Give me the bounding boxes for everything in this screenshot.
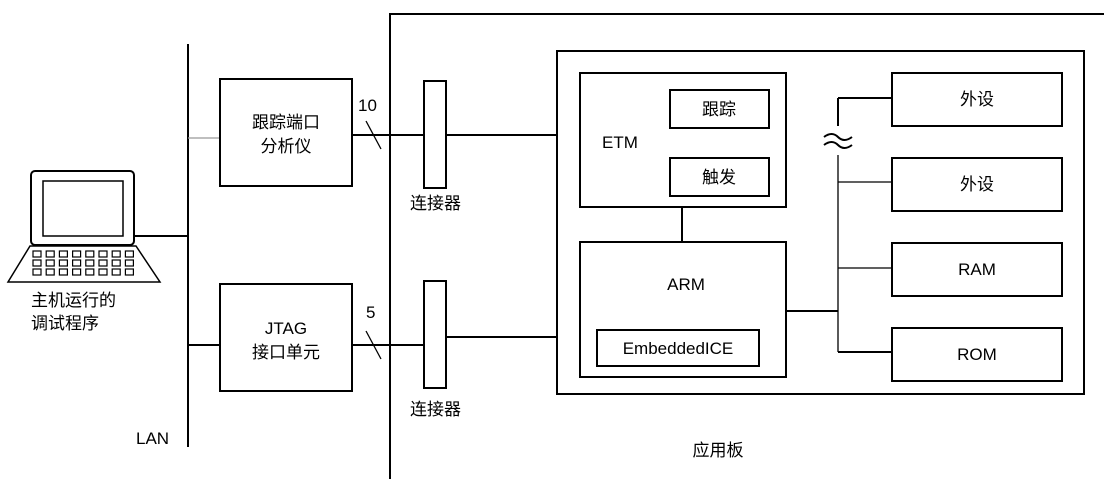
keyboard-key: [71, 259, 82, 267]
etm-trace-label: 跟踪: [702, 100, 736, 119]
connector-top-label: 连接器: [410, 194, 461, 213]
ram-box: [891, 242, 1063, 297]
host-label-line2: 调试程序: [31, 314, 99, 333]
etm-trigger-box: [669, 157, 770, 197]
connector-bottom-label: 连接器: [410, 400, 461, 419]
keyboard-key: [45, 268, 55, 276]
keyboard-key: [71, 250, 82, 258]
rom-label: ROM: [957, 345, 997, 364]
bus-break-top: [823, 133, 853, 141]
keyboard-key: [58, 250, 69, 258]
etm-trigger-label: 触发: [702, 168, 736, 187]
peripheral-1-label: 外设: [960, 90, 994, 109]
keyboard-key: [85, 268, 95, 276]
keyboard-key: [32, 268, 42, 276]
keyboard-key: [124, 268, 135, 276]
peripheral-2-label: 外设: [960, 175, 994, 194]
etm-label: ETM: [602, 133, 638, 152]
trace-bus-slash: [365, 120, 382, 150]
jtag-label-line2: 接口单元: [252, 343, 320, 362]
keyboard-key: [45, 259, 55, 267]
trace-analyzer-label-line1: 跟踪端口: [252, 113, 320, 132]
keyboard-key: [32, 250, 42, 258]
keyboard-key: [45, 250, 55, 258]
keyboard-key: [98, 268, 108, 276]
connector-top: [423, 80, 447, 189]
keyboard-key: [58, 259, 69, 267]
ram-label: RAM: [958, 260, 996, 279]
keyboard-key: [111, 250, 121, 258]
lan-label: LAN: [136, 429, 169, 448]
arm-label: ARM: [667, 275, 705, 294]
etm-trace-box: [669, 89, 770, 129]
connector-bottom: [423, 280, 447, 389]
keyboard-key: [111, 259, 121, 267]
jtag-bus-width: 5: [366, 303, 375, 322]
host-label-line1: 主机运行的: [31, 291, 116, 310]
board-boundary: [389, 13, 1104, 479]
keyboard-key: [85, 250, 95, 258]
rom-box: [891, 327, 1063, 382]
jtag-label-line1: JTAG: [265, 319, 307, 338]
bus-break-bottom: [823, 141, 853, 149]
keyboard-key: [98, 259, 108, 267]
peripheral-1-box: [891, 72, 1063, 127]
keyboard-keys: [32, 250, 135, 276]
keyboard-key: [58, 268, 69, 276]
trace-analyzer-label-line2: 分析仪: [261, 137, 312, 156]
keyboard-key: [124, 259, 135, 267]
peripheral-2-box: [891, 157, 1063, 212]
host-computer-icon: [6, 170, 162, 283]
keyboard-key: [98, 250, 108, 258]
embedded-ice-label: EmbeddedICE: [623, 339, 734, 358]
trace-bus-width: 10: [358, 96, 377, 115]
board-label: 应用板: [693, 441, 744, 460]
trace-port-analyzer-box: [219, 78, 353, 187]
keyboard-key: [111, 268, 121, 276]
keyboard-key: [85, 259, 95, 267]
keyboard-key: [32, 259, 42, 267]
jtag-interface-unit-box: [219, 283, 353, 392]
keyboard-key: [71, 268, 82, 276]
keyboard-key: [124, 250, 135, 258]
jtag-bus-slash: [365, 330, 382, 360]
embedded-ice-box: [596, 329, 760, 367]
